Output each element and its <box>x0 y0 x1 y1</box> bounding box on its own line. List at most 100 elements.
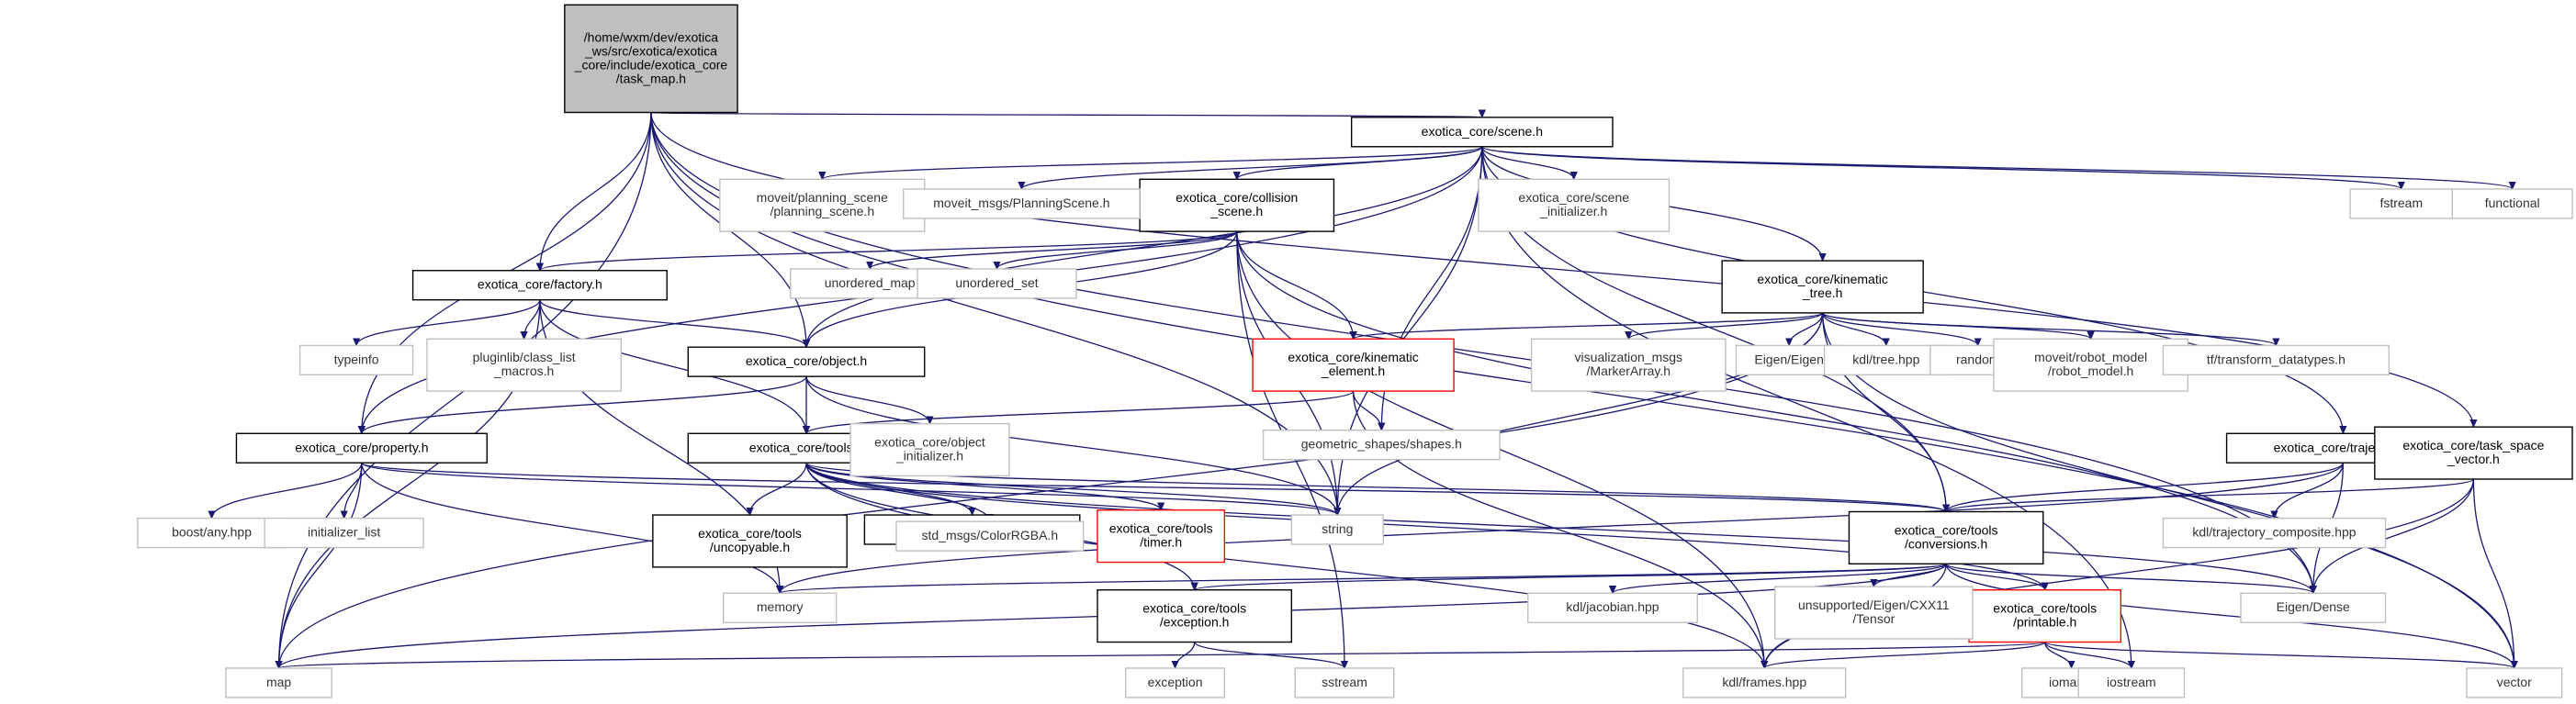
node-boostany: boost/any.hpp <box>137 517 287 549</box>
node-exception-box <box>1125 667 1226 698</box>
node-sceneinit-box <box>1478 178 1670 232</box>
edge-collision-to-umap <box>870 230 1238 269</box>
node-uset: unordered_set <box>917 268 1077 299</box>
edge-tools-to-string <box>805 462 1337 515</box>
node-objinit-box <box>849 422 1010 477</box>
node-exc-box <box>1097 589 1293 643</box>
node-tools-label: exotica_core/tools.h <box>749 440 864 454</box>
edge-conv-to-printable <box>1945 563 2045 589</box>
node-pluginlib-label: _macros.h <box>493 363 554 378</box>
node-functional-box <box>2451 188 2573 219</box>
node-scene[interactable]: exotica_core/scene.h <box>1350 117 1614 148</box>
node-tfdt-label: tf/transform_datatypes.h <box>2207 352 2345 366</box>
node-uncop-box <box>652 514 848 568</box>
node-object-box <box>687 346 926 377</box>
node-exc[interactable]: exotica_core/tools/exception.h <box>1097 589 1293 643</box>
node-planscene-box <box>719 178 926 232</box>
node-fstream-label: fstream <box>2379 196 2423 210</box>
node-uset-box <box>917 268 1077 299</box>
node-kdltraj-label: kdl/trajectory_composite.hpp <box>2192 525 2356 540</box>
node-conv-label: /conversions.h <box>1905 536 1987 551</box>
node-conv-label: exotica_core/tools <box>1895 522 1998 537</box>
node-collision-label: _scene.h <box>1209 204 1263 218</box>
node-kdltraj: kdl/trajectory_composite.hpp <box>2162 517 2387 549</box>
edge-traj-to-kdltraj <box>2274 463 2345 518</box>
node-tsv-label: exotica_core/task_space <box>2402 438 2544 453</box>
node-tensor-box <box>1774 586 1974 640</box>
node-printable[interactable]: exotica_core/tools/printable.h <box>1968 589 2122 643</box>
node-sstream-label: sstream <box>1322 675 1367 689</box>
edge-exc-to-sstream <box>1194 641 1344 668</box>
node-ktree-label: _tree.h <box>1802 285 1843 300</box>
node-ktree-label: exotica_core/kinematic <box>1757 272 1887 286</box>
edge-printable-to-vector <box>2044 641 2514 668</box>
node-fstream: fstream <box>2349 188 2454 219</box>
edge-scene-to-planscene <box>822 146 1483 180</box>
node-sceneinit-label: _initializer.h <box>1539 204 1607 218</box>
node-kdlframes-box <box>1682 667 1847 698</box>
node-geoshapes-label: geometric_shapes/shapes.h <box>1301 437 1462 452</box>
node-tsv-box <box>2374 426 2573 480</box>
node-uncop-label: /uncopyable.h <box>710 540 790 554</box>
node-robotmodel-label: moveit/robot_model <box>2034 350 2147 364</box>
node-uncop[interactable]: exotica_core/tools/uncopyable.h <box>652 514 848 568</box>
edge-property-to-string <box>361 462 1337 515</box>
node-initlist-label: initializer_list <box>308 525 380 540</box>
edge-property-to-map <box>279 463 363 668</box>
edge-conv-to-exc <box>1195 563 1947 589</box>
node-robotmodel: moveit/robot_model/robot_model.h <box>1993 338 2189 392</box>
node-kdltree: kdl/tree.hpp <box>1823 344 1949 376</box>
node-conv[interactable]: exotica_core/tools/conversions.h <box>1848 510 2044 565</box>
node-vector-box <box>2466 667 2563 698</box>
node-tsv[interactable]: exotica_core/task_space_vector.h <box>2374 426 2573 480</box>
edge-scene-to-sceneinit <box>1481 146 1574 180</box>
node-iostream: iostream <box>2077 667 2186 698</box>
node-sceneinit-label: exotica_core/scene <box>1518 190 1629 205</box>
node-timer-box <box>1097 509 1226 564</box>
node-string-label: string <box>1322 521 1353 536</box>
node-objinit: exotica_core/object_initializer.h <box>849 422 1010 477</box>
node-task_map[interactable]: /home/wxm/dev/exotica_ws/src/exotica/exo… <box>564 4 738 114</box>
edge-printable-to-kdlframes <box>1764 641 2046 668</box>
node-timer[interactable]: exotica_core/tools/timer.h <box>1097 509 1226 564</box>
node-ktree[interactable]: exotica_core/kinematic_tree.h <box>1721 260 1924 314</box>
node-object[interactable]: exotica_core/object.h <box>687 346 926 377</box>
node-kdljac: kdl/jacobian.hpp <box>1527 592 1698 623</box>
edge-traj-to-memory <box>780 463 2345 593</box>
node-memory-label: memory <box>757 599 804 614</box>
edge-factory-to-tools <box>539 299 806 434</box>
edge-kelem-to-tools <box>806 390 1355 433</box>
edge-scene-to-functional <box>1481 146 2513 189</box>
edge-conv-to-kdljac <box>1613 563 1947 593</box>
edge-collision-to-factory <box>540 230 1238 271</box>
node-kelem[interactable]: exotica_core/kinematic_element.h <box>1252 338 1455 392</box>
node-vector-label: vector <box>2497 675 2532 689</box>
node-planscene-label: /planning_scene.h <box>770 204 874 218</box>
node-exc-label: /exception.h <box>1160 615 1230 630</box>
edge-printable-to-map <box>279 641 2046 668</box>
edge-property-to-conv <box>361 462 1946 511</box>
node-planscenemsg-label: moveit_msgs/PlanningScene.h <box>933 196 1109 210</box>
node-factory[interactable]: exotica_core/factory.h <box>411 270 668 301</box>
node-property[interactable]: exotica_core/property.h <box>235 432 488 464</box>
node-collision-label: exotica_core/collision <box>1176 190 1298 205</box>
node-typeinfo-label: typeinfo <box>334 352 379 366</box>
edge-tools-to-timer <box>805 462 1161 509</box>
edge-task_map-to-factory <box>540 112 652 271</box>
node-scene-box <box>1350 117 1614 148</box>
node-kdlframes-label: kdl/frames.hpp <box>1722 675 1806 689</box>
node-planscene-label: moveit/planning_scene <box>757 190 888 205</box>
node-tfdt: tf/transform_datatypes.h <box>2162 344 2390 376</box>
node-exception-label: exception <box>1148 675 1203 689</box>
node-iostream-label: iostream <box>2107 675 2156 689</box>
edge-scene-to-collision <box>1237 146 1483 180</box>
node-typeinfo: typeinfo <box>298 344 414 376</box>
node-uncop-label: exotica_core/tools <box>698 526 802 541</box>
node-tensor: unsupported/Eigen/CXX11/Tensor <box>1774 586 1974 640</box>
node-collision[interactable]: exotica_core/collision_scene.h <box>1139 178 1335 232</box>
edge-scene-to-iostream <box>1481 146 2132 668</box>
edge-collision-to-kdlframes <box>1236 231 1764 668</box>
node-kdltree-box <box>1823 344 1949 376</box>
node-robotmodel-label: /robot_model.h <box>2048 363 2133 378</box>
edge-tools-to-colorrgba <box>805 463 990 521</box>
